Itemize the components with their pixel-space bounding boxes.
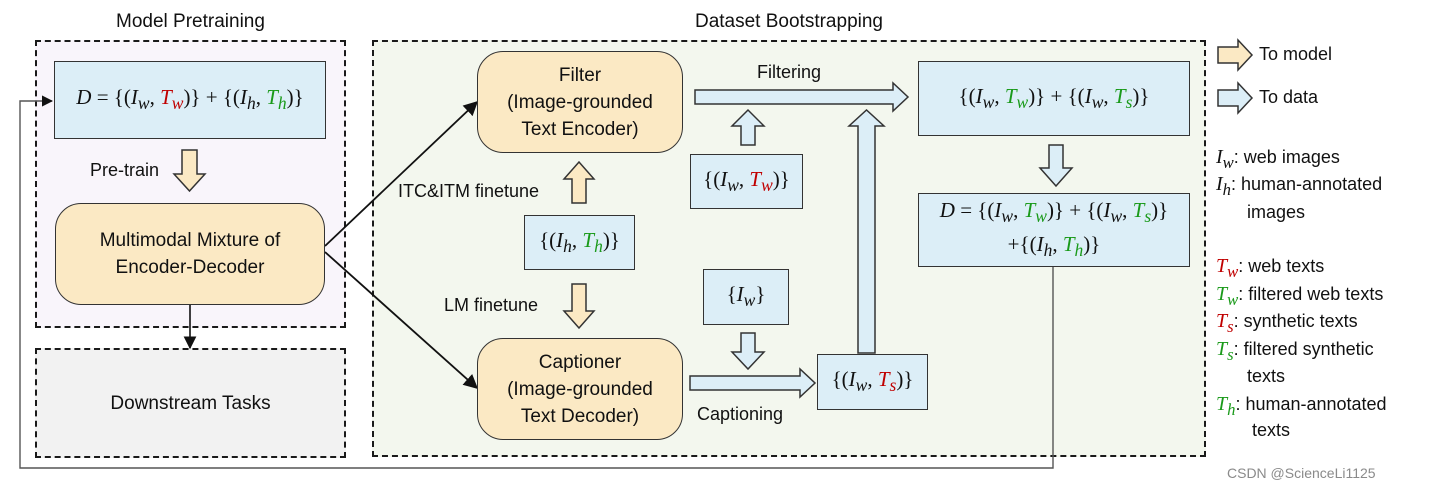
legend-human-texts-2: texts xyxy=(1252,420,1291,440)
web-pair-box: {(Iw, Tw)} xyxy=(690,154,803,209)
lm-down-arrow xyxy=(562,283,596,330)
human-pair-box: {(Ih, Th)} xyxy=(524,215,635,270)
legend-model-arrow xyxy=(1217,38,1254,72)
legend-web-images: Iw: web images xyxy=(1216,146,1340,172)
filtering-label: Filtering xyxy=(757,62,822,82)
itc-up-arrow xyxy=(562,160,596,204)
filter-line2: (Image-grounded xyxy=(507,91,653,113)
watermark: CSDN @ScienceLi1125 xyxy=(1227,465,1376,481)
pretrain-label: Pre-train xyxy=(90,160,160,180)
legend-synthetic-texts: Ts: synthetic texts xyxy=(1216,310,1358,336)
captioner-line1: Captioner xyxy=(538,351,622,373)
bootstrapped-dataset-box: D = {(Iw, Tw)} + {(Iw, Ts)} +{(Ih, Th)} xyxy=(918,193,1190,267)
captioning-arrow xyxy=(689,367,817,399)
captioner-box: Captioner (Image-grounded Text Decoder) xyxy=(477,338,683,440)
synthetic-pair-box: {(Iw, Ts)} xyxy=(817,354,928,410)
pretraining-title: Model Pretraining xyxy=(116,11,265,32)
pretrain-arrow xyxy=(172,149,207,193)
legend-filtered-web-texts: Tw: filtered web texts xyxy=(1216,283,1384,309)
legend-human-texts: Th: human-annotated xyxy=(1216,393,1387,419)
to-captioner-arrow xyxy=(324,251,479,389)
multimodal-line2: Encoder-Decoder xyxy=(115,257,265,278)
bootstrapping-title: Dataset Bootstrapping xyxy=(694,11,883,32)
filtered-pairs-box: {(Iw, Tw)} + {(Iw, Ts)} xyxy=(918,61,1190,136)
legend-filtered-synthetic: Ts: filtered synthetic xyxy=(1216,338,1374,364)
filter-line1: Filter xyxy=(558,64,602,86)
itc-itm-label: ITC&ITM finetune xyxy=(398,181,540,201)
filter-line3: Text Encoder) xyxy=(521,118,639,140)
downstream-region xyxy=(35,348,346,458)
captioner-line3: Text Decoder) xyxy=(520,405,640,427)
images-down-arrow xyxy=(730,332,766,371)
feedback-line xyxy=(19,95,1054,469)
web-images-box: {Iw} xyxy=(703,269,789,325)
legend-human-images-2: images xyxy=(1247,202,1306,222)
legend-to-model: To model xyxy=(1259,44,1333,64)
merge-down-arrow xyxy=(1038,144,1074,188)
web-pair-up-arrow xyxy=(730,108,766,146)
synthetic-up-arrow xyxy=(847,108,886,354)
to-filter-arrow xyxy=(324,101,479,247)
legend-data-arrow xyxy=(1217,81,1254,115)
captioning-label: Captioning xyxy=(697,404,784,424)
filter-box: Filter (Image-grounded Text Encoder) xyxy=(477,51,683,153)
captioner-line2: (Image-grounded xyxy=(507,378,653,400)
pretraining-dataset-box: D = {(Iw, Tw)} + {(Ih, Th)} xyxy=(54,61,326,139)
legend-filtered-synthetic-2: texts xyxy=(1247,366,1286,386)
downstream-tasks-label: Downstream Tasks xyxy=(110,393,271,414)
multimodal-model-box: Multimodal Mixture of Encoder-Decoder xyxy=(55,203,325,305)
filtering-arrow xyxy=(694,81,910,113)
legend-to-data: To data xyxy=(1259,87,1319,107)
legend-human-images: Ih: human-annotated xyxy=(1216,173,1383,199)
legend-web-texts: Tw: web texts xyxy=(1216,255,1325,281)
multimodal-line1: Multimodal Mixture of xyxy=(99,230,281,251)
lm-finetune-label: LM finetune xyxy=(444,295,539,315)
